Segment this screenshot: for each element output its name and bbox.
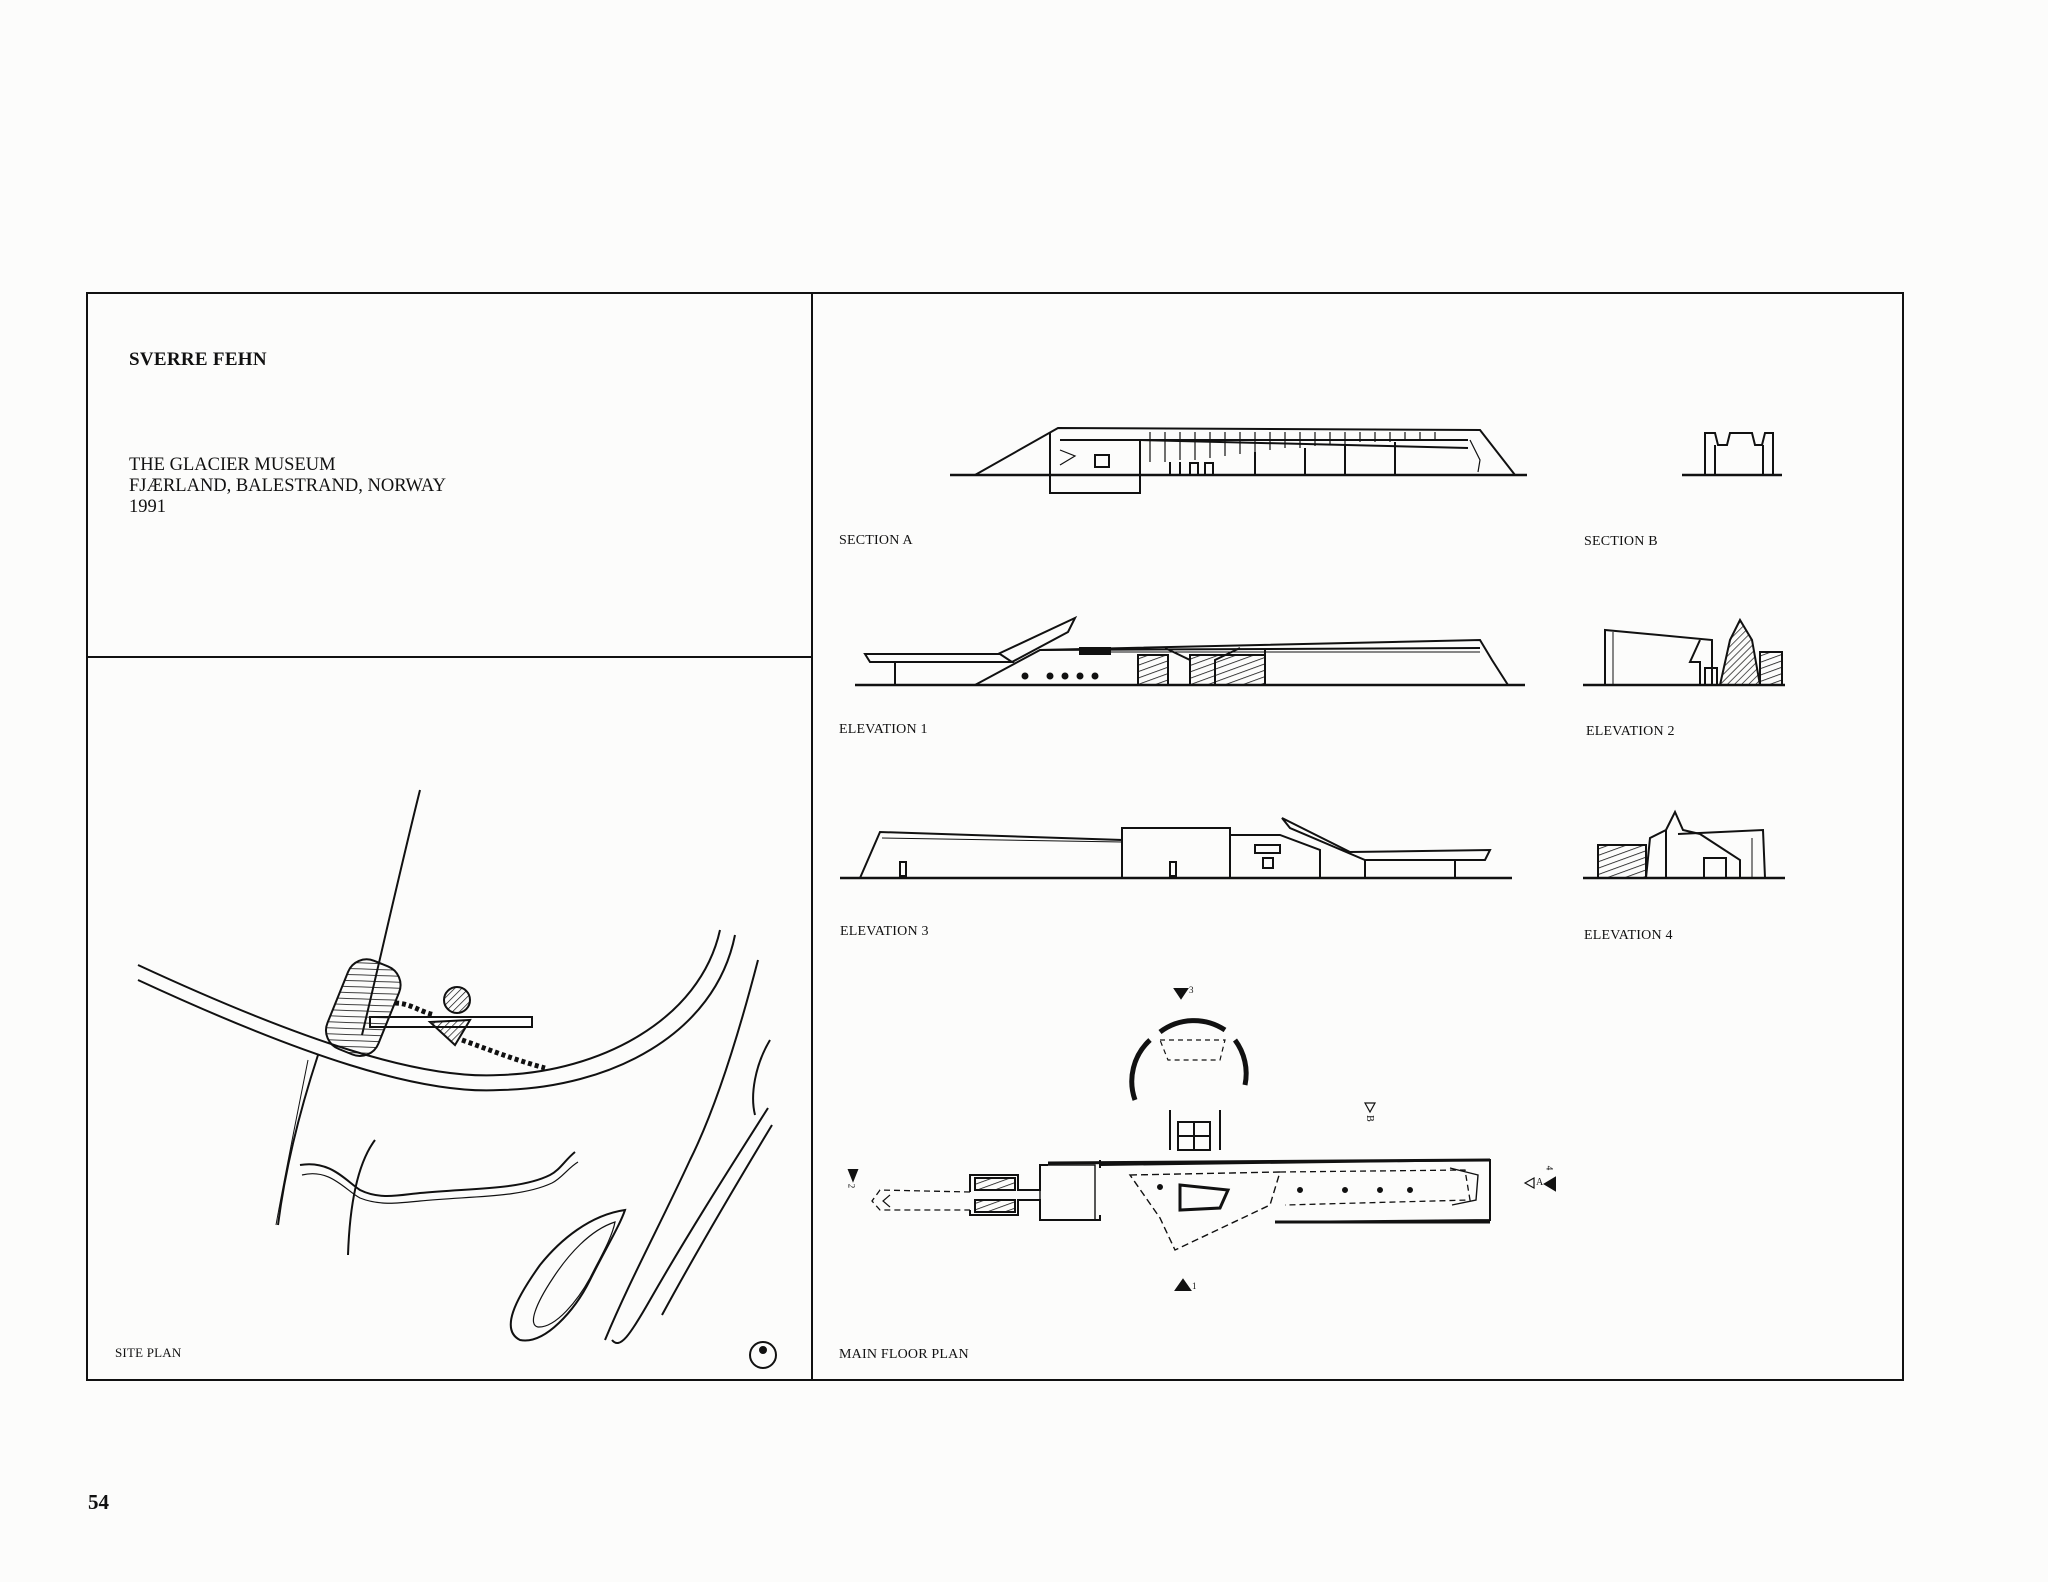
elevation-4-label: ELEVATION 4 (1584, 928, 1673, 943)
plan-marker-1: 1 (1192, 1281, 1197, 1291)
plan-marker-b: B (1363, 1115, 1375, 1122)
project-location: FJÆRLAND, BALESTRAND, NORWAY (129, 476, 446, 496)
plan-marker-2: 2 (846, 1183, 857, 1189)
plan-marker-a: A (1536, 1177, 1544, 1188)
section-b-label: SECTION B (1584, 534, 1658, 549)
architect-name: SVERRE FEHN (129, 349, 267, 370)
elevation-2-drawing (1583, 617, 1785, 687)
elevation-1-label: ELEVATION 1 (839, 722, 928, 737)
elevation-3-drawing (840, 817, 1512, 880)
section-b-drawing (1682, 432, 1782, 477)
section-a-drawing (950, 426, 1527, 494)
project-year: 1991 (129, 497, 166, 517)
project-name: THE GLACIER MUSEUM (129, 455, 336, 475)
plan-marker-4: 4 (1544, 1165, 1555, 1171)
main-floor-plan-drawing (847, 988, 1556, 1291)
project-title-block: THE GLACIER MUSEUM FJÆRLAND, BALESTRAND,… (129, 455, 446, 518)
elevation-2-label: ELEVATION 2 (1586, 724, 1675, 739)
page-number: 54 (88, 1490, 109, 1514)
elevation-3-label: ELEVATION 3 (840, 924, 929, 939)
elevation-1-drawing (855, 615, 1525, 687)
sheet-frame (86, 292, 1904, 1381)
elevation-4-drawing (1583, 809, 1785, 880)
site-plan-label: SITE PLAN (115, 1345, 182, 1360)
main-floor-plan-label: MAIN FLOOR PLAN (839, 1347, 969, 1362)
plan-marker-3: 3 (1189, 985, 1194, 995)
site-plan (137, 789, 777, 1369)
section-a-label: SECTION A (839, 533, 913, 548)
